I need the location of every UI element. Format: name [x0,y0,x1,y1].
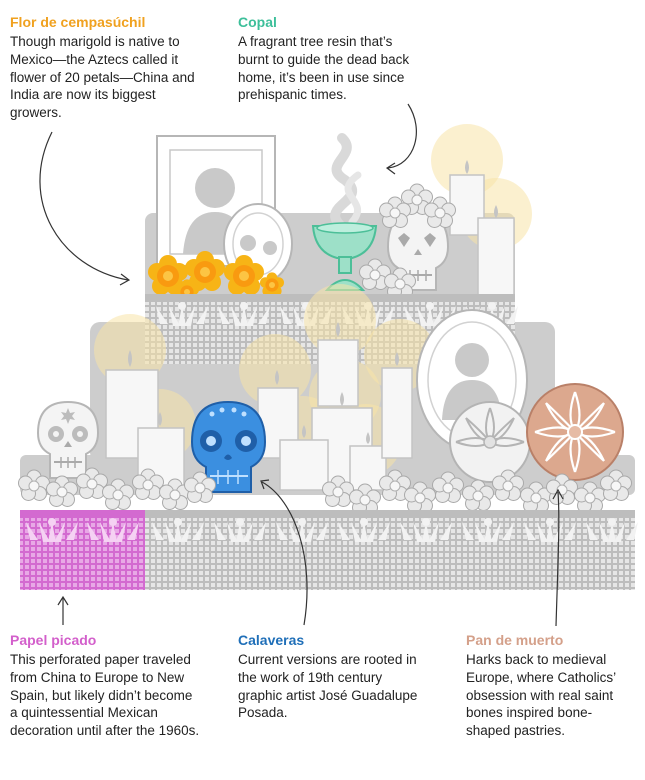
callout-flor: Flor de cempasúchil Though marigold is n… [10,14,195,122]
sugar-skull-icon [36,400,100,479]
callout-copal: Copal A fragrant tree resin that’s burnt… [238,14,416,104]
arrow-copal-head [385,162,396,175]
callout-flor-text: Though marigold is native to Mexico—the … [10,34,195,121]
pan-de-muerto-icon [449,401,531,483]
callout-arrows [39,103,564,627]
candle-icon [105,322,413,491]
callout-pan-text: Harks back to medieval Europe, where Cat… [466,652,616,739]
candle-icon [449,160,515,297]
callout-papel: Papel picado This perforated paper trave… [10,632,200,740]
smoke-icon [330,133,362,230]
calavera-icon [190,400,267,493]
callout-calaveras-text: Current versions are rooted in the work … [238,652,418,721]
callout-papel-title: Papel picado [10,632,97,648]
arrow-flor [39,131,129,281]
arrow-papel-head [57,595,69,606]
callout-copal-text: A fragrant tree resin that’s burnt to gu… [238,34,410,103]
callout-papel-text: This perforated paper traveled from Chin… [10,652,200,739]
papel-picado-icon [20,510,638,590]
callout-pan-title: Pan de muerto [466,632,564,648]
callout-flor-title: Flor de cempasúchil [10,14,146,30]
callout-pan: Pan de muerto Harks back to medieval Eur… [466,632,634,740]
callout-calaveras-title: Calaveras [238,632,305,648]
pan-de-muerto-icon [526,383,624,481]
arrow-pan-head [552,488,564,500]
arrow-calaveras [261,481,308,626]
arrow-pan [555,491,560,627]
arrow-copal [387,103,417,169]
arrow-flor-head [119,273,131,286]
picture-frame-icon [156,135,276,267]
callout-calaveras: Calaveras Current versions are rooted in… [238,632,428,722]
arrow-calaveras-head [260,479,270,490]
callout-copal-title: Copal [238,14,277,30]
